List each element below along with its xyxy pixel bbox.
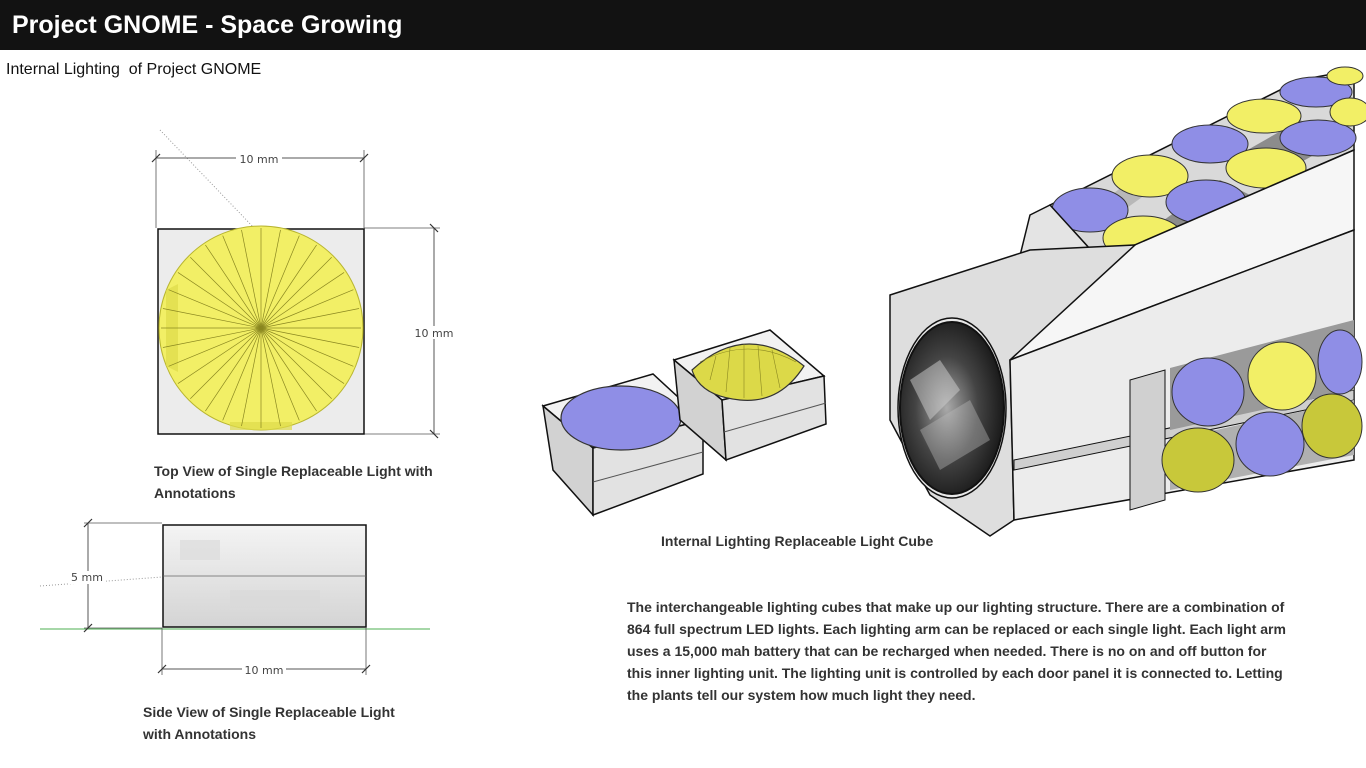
section-subtitle: Internal Lighting of Project GNOME — [6, 61, 262, 78]
dome-spoke — [205, 244, 262, 329]
dome-spoke — [260, 327, 281, 427]
dome-spoke — [260, 229, 281, 329]
light-cube-blue — [541, 373, 705, 517]
side-height-label: 5 mm — [71, 571, 103, 584]
dome-spoke — [162, 327, 262, 348]
dome-spoke — [260, 308, 360, 329]
cube-caption: Internal Lighting Replaceable Light Cube — [661, 533, 934, 549]
dome-spoke — [260, 289, 354, 329]
top-view-caption: Top View of Single Replaceable Light wit… — [154, 463, 433, 501]
dome-spoke — [260, 257, 332, 329]
light-arm-assembly — [889, 66, 1366, 537]
dome-spoke — [168, 327, 262, 367]
dome-spoke — [260, 244, 317, 329]
dome-spoke — [222, 327, 262, 421]
light-cube-yellow — [672, 329, 827, 462]
dome-spoke — [177, 272, 262, 329]
top-view-diagram: 10 mm 10 mm — [151, 129, 456, 439]
dome-spoke — [260, 327, 345, 384]
dome-spoke — [205, 327, 262, 412]
dome-spoke — [260, 327, 360, 348]
dome-spoke — [168, 289, 262, 329]
dome-spoke — [222, 235, 262, 329]
description-paragraph: The interchangeable lighting cubes that … — [627, 599, 1286, 703]
side-width-label: 10 mm — [245, 664, 284, 677]
side-view-caption: Side View of Single Replaceable Light wi… — [143, 704, 395, 742]
dome-spoke — [177, 327, 262, 384]
page-title: Project GNOME - Space Growing — [12, 11, 403, 39]
dome-spoke — [260, 235, 300, 329]
dome-spoke — [241, 229, 262, 329]
side-view-diagram: 5 mm 10 mm — [39, 518, 430, 677]
dome-spoke — [260, 327, 332, 399]
dome-spoke — [260, 327, 354, 367]
dome-spoke — [260, 272, 345, 329]
dome-spoke — [260, 327, 300, 421]
top-height-label: 10 mm — [415, 327, 454, 340]
dome-spoke — [162, 308, 262, 329]
top-width-label: 10 mm — [240, 153, 279, 166]
dome-spoke — [241, 327, 262, 427]
dome-spoke — [190, 327, 262, 399]
dome-spoke — [190, 257, 262, 329]
dome-spoke — [260, 327, 317, 412]
header-bar: Project GNOME - Space Growing — [0, 0, 1366, 50]
